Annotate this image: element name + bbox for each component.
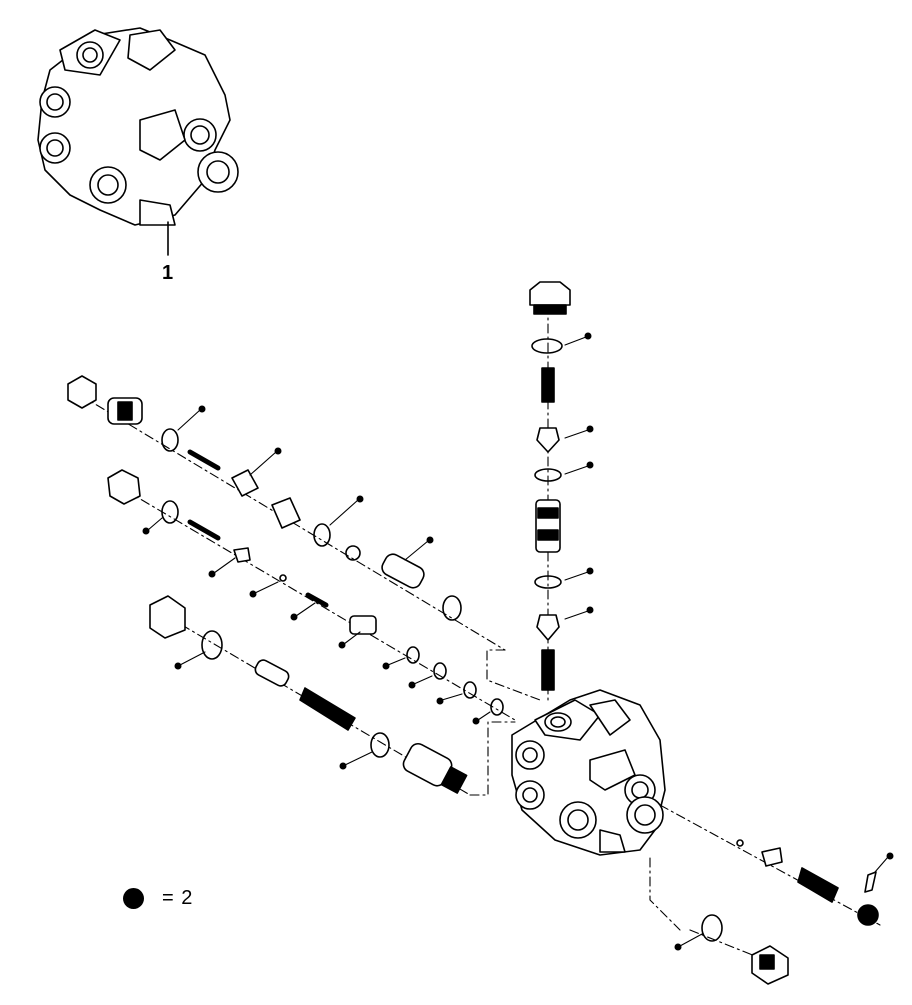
legend: = 2 — [123, 883, 193, 913]
bottom-plug-parts — [701, 914, 789, 985]
vertical-stack-parts — [529, 281, 571, 691]
lower-row-parts — [149, 595, 468, 794]
reference-number-1: 1 — [162, 262, 174, 284]
centerlines — [79, 304, 881, 971]
right-row-parts — [736, 839, 879, 926]
legend-dot-icon — [123, 887, 144, 909]
middle-row-parts — [107, 469, 504, 716]
valve-body-drawing — [511, 689, 666, 856]
leader-lines — [147, 336, 889, 947]
upper-row-parts — [67, 375, 462, 621]
legend-text: = 2 — [162, 886, 194, 909]
assembled-valve-drawing — [37, 27, 239, 256]
reference-dots — [142, 332, 894, 951]
